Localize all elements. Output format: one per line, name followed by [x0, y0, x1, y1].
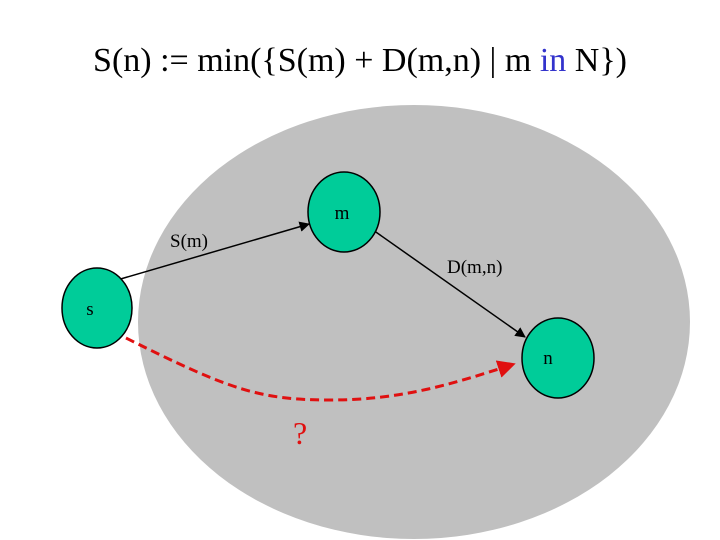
- formula-suffix: N}): [566, 42, 627, 79]
- unknown-path-label: ?: [293, 415, 307, 451]
- node-n-label: n: [543, 348, 553, 369]
- node-s-label: s: [86, 299, 93, 320]
- edge-s-to-m: [99, 221, 311, 286]
- node-set-region: [138, 105, 690, 539]
- node-m-label: m: [335, 203, 350, 224]
- node-s: [61, 267, 133, 349]
- edge-label-d-m-n: D(m,n): [447, 257, 502, 278]
- formula-prefix: S(n) := min({S(m) + D(m,n) | m: [93, 42, 540, 79]
- formula-title: S(n) := min({S(m) + D(m,n) | m in N}): [0, 42, 720, 80]
- dashed-path-s-to-n: [125, 336, 516, 402]
- node-n: [521, 317, 595, 399]
- formula-keyword-in: in: [539, 42, 567, 79]
- edge-label-s-m: S(m): [170, 231, 208, 252]
- node-m: [307, 171, 381, 253]
- edge-m-to-n: [372, 229, 526, 338]
